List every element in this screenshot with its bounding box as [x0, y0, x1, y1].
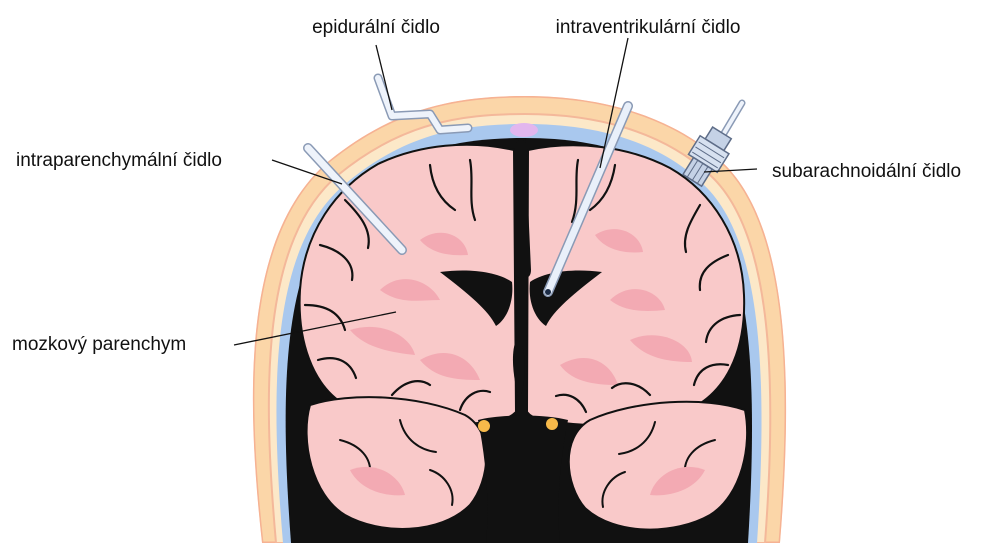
sinus-spot [510, 123, 538, 137]
label-intraparenchymal-sensor: intraparenchymální čidlo [16, 150, 222, 171]
label-intraventricular-sensor: intraventrikulární čidlo [556, 17, 741, 38]
label-subarachnoid-sensor: subarachnoidální čidlo [772, 161, 961, 182]
artery-dot-left [478, 420, 490, 432]
artery-dot-right [546, 418, 558, 430]
label-epidural-sensor: epidurální čidlo [312, 17, 440, 38]
brainstem-space [478, 416, 568, 543]
label-brain-parenchyma: mozkový parenchym [12, 334, 186, 355]
